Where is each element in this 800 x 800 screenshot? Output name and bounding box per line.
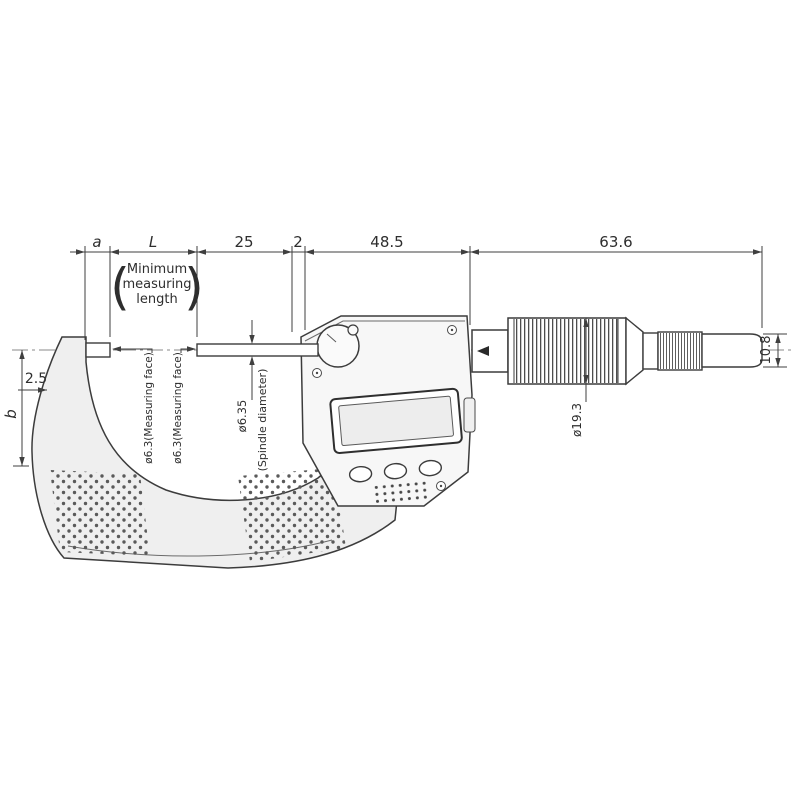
measuring-face-label-left: ø6.3(Measuring face) [143,352,155,464]
ratchet-neck [642,332,659,370]
spindle-diameter-name: (Spindle diameter) [256,369,269,472]
dim-b-group: b [2,350,29,467]
ratchet-stop [642,331,763,371]
min-measuring-length-note: ( Minimum measuring length ) [110,258,204,316]
display-panel [329,387,463,507]
dim-2-5-group: 2.5 [18,371,47,393]
spindle-diameter-callout: ø6.35 (Spindle diameter) [235,320,269,471]
anvil [85,342,111,358]
button-2 [383,462,408,480]
clamp-slot-line [326,333,337,343]
ratchet-knurling [660,333,700,369]
spindle-diameter-value: ø6.35 [235,400,249,433]
thimble-taper [625,316,644,386]
measuring-face-label-right: ø6.3(Measuring face) [172,352,184,464]
frame-knurl-patch-right [238,468,346,562]
body-bevel-line [304,320,465,342]
note-close-paren: ) [184,258,204,316]
dim-10-8-group: 10.8 [759,333,787,368]
body-screws [312,325,457,491]
connector-cover [463,397,476,433]
top-dimension-arrows [76,249,762,255]
note-line-3: length [136,292,177,307]
speaker-grille [371,481,432,507]
dim-label-b: b [2,409,20,419]
dim-label-63-6: 63.6 [599,233,632,251]
top-dimension-group [70,246,763,340]
spindle [196,343,319,357]
note-line-2: measuring [122,277,191,292]
measuring-face-callouts: ø6.3(Measuring face) ø6.3(Measuring face… [112,346,196,464]
frame-knurl-patch-left [50,470,150,556]
dim-label-2-5: 2.5 [25,371,47,387]
dim-label-L: L [149,233,157,251]
ratchet-end-cap [701,333,763,368]
thimble-knurling [514,319,618,383]
clamp-screw [347,324,359,336]
thimble-diameter-callout: ø19.3 [570,318,589,437]
thimble-diameter-label: ø19.3 [570,403,584,437]
thimble [507,316,644,386]
dim-label-a: a [92,233,101,251]
note-line-1: Minimum [127,262,187,277]
dim-label-48-5: 48.5 [370,233,403,251]
button-1 [348,465,373,483]
button-3 [418,459,443,477]
sleeve [471,329,509,373]
lcd-screen [338,395,454,447]
dim-label-2: 2 [293,233,303,251]
frame [31,336,401,569]
index-arrow [477,346,489,356]
note-open-paren: ( [110,258,130,316]
spindle-clamp [316,324,360,368]
dim-label-25: 25 [234,233,253,251]
dim-label-10-8: 10.8 [759,336,774,365]
